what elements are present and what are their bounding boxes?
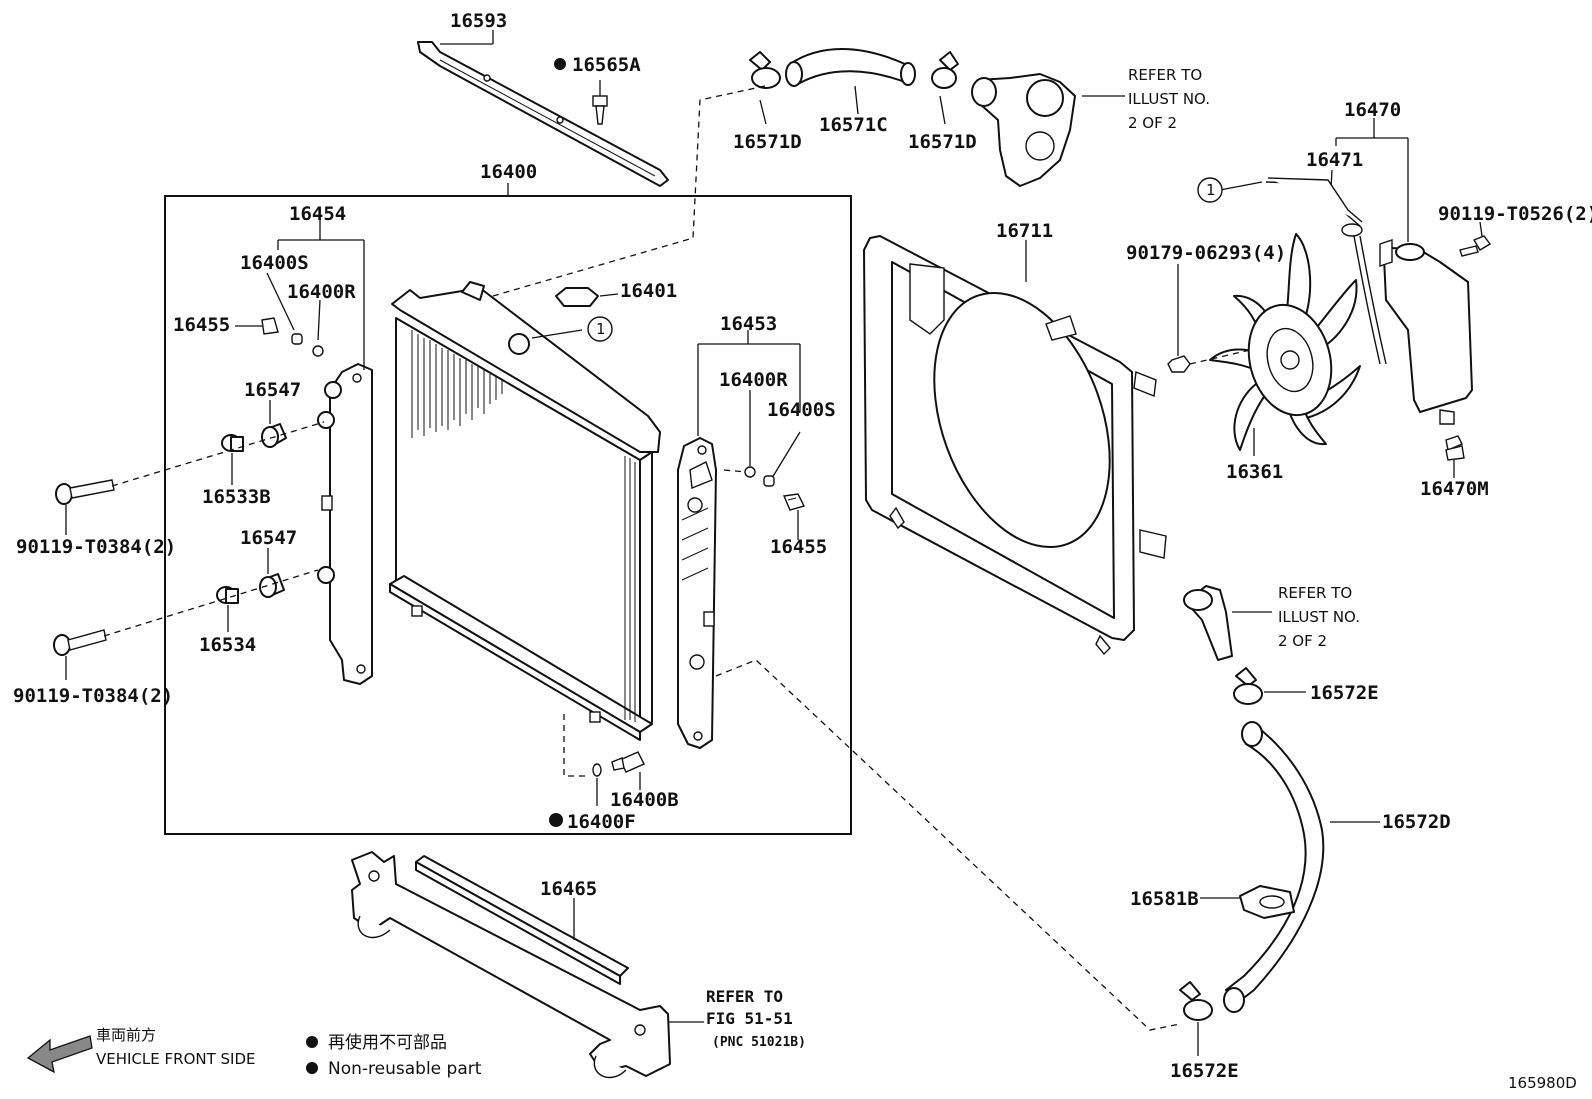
legend-nonreusable-dot-2: [306, 1062, 318, 1074]
label-16581B: 16581B: [1130, 888, 1199, 910]
illustration-number: 165980D: [1508, 1074, 1577, 1092]
oring-16400F: [592, 763, 602, 777]
label-16534: 16534: [199, 634, 256, 656]
label-16572E-upper: 16572E: [1310, 682, 1379, 704]
fan-shroud-16711: [863, 235, 1167, 656]
label-16565A: 16565A: [572, 54, 641, 76]
legend-nonreusable-dot-1: [306, 1036, 318, 1048]
refer-top-line2: ILLUST NO.: [1128, 90, 1210, 108]
front-arrow-icon: [26, 1035, 93, 1074]
bolt-90119-T0384-upper: [55, 479, 115, 505]
drain-cock-16400B: [611, 751, 645, 773]
radiator-core: [389, 281, 661, 741]
bolt-90119-T0384-lower: [53, 629, 107, 656]
label-16400S-left: 16400S: [240, 252, 309, 274]
label-16465: 16465: [540, 878, 597, 900]
drain-plug-16455-left: [261, 317, 279, 335]
label-90119-T0384-upper: 90119-T0384(2): [16, 536, 176, 558]
label-16401: 16401: [620, 280, 677, 302]
upper-hose-16571C: [785, 48, 916, 87]
refer-fig-line1: REFER TO: [706, 987, 783, 1006]
label-16400F: 16400F: [567, 811, 636, 833]
cushion-16547-lower: [259, 573, 285, 598]
label-90119-T0384-lower: 90119-T0384(2): [13, 685, 173, 707]
cooling-fan-16361: [1209, 233, 1361, 451]
label-16470: 16470: [1344, 99, 1401, 121]
label-16400B: 16400B: [610, 789, 679, 811]
label-16571D-right: 16571D: [908, 131, 977, 153]
label-16455-left: 16455: [173, 314, 230, 336]
label-16453: 16453: [720, 313, 777, 335]
radiator-support-16593: [417, 41, 669, 187]
label-16547-lower: 16547: [240, 527, 297, 549]
seal-16465: [415, 855, 629, 985]
refer-right-line2: ILLUST NO.: [1278, 608, 1360, 626]
refer-top-line3: 2 OF 2: [1128, 114, 1177, 132]
label-16571C: 16571C: [819, 114, 888, 136]
label-16400R-left: 16400R: [287, 281, 356, 303]
overflow-hose-16471: [1265, 177, 1387, 365]
cushion-16547-upper: [261, 423, 287, 448]
water-inlet-housing: [1183, 585, 1233, 661]
label-16454: 16454: [289, 203, 346, 225]
refer-fig-line2: FIG 51-51: [706, 1009, 793, 1028]
right-side-tank: [677, 437, 717, 749]
label-16533B: 16533B: [202, 486, 271, 508]
refer-right-line3: 2 OF 2: [1278, 632, 1327, 650]
label-16571D-left: 16571D: [733, 131, 802, 153]
nut-90179-06293: [1167, 355, 1191, 373]
bushing-16533B: [221, 434, 244, 452]
nonreusable-dot-16400F: [549, 813, 563, 827]
callout-1-cap-text: 1: [596, 320, 606, 338]
hose-clamp-16571D-right: [931, 51, 959, 89]
label-16593: 16593: [450, 10, 507, 32]
label-16572D: 16572D: [1382, 811, 1451, 833]
label-90119-T0526: 90119-T0526(2): [1438, 203, 1592, 225]
label-90179-06293: 90179-06293(4): [1126, 242, 1286, 264]
refer-top-line1: REFER TO: [1128, 66, 1202, 84]
drain-plug-16455-right: [782, 493, 806, 511]
reservoir-tank-16470: [1379, 239, 1473, 425]
legend-nonreuse-en: Non-reusable part: [328, 1059, 482, 1079]
refer-fig-line3: (PNC 51021B): [712, 1035, 806, 1050]
label-16572E-lower: 16572E: [1170, 1060, 1239, 1082]
callout-1-hose: [1197, 177, 1223, 203]
clip-16565A: [592, 95, 608, 125]
radiator-cap-16401: [555, 287, 599, 307]
bolt-90119-T0526: [1459, 235, 1492, 257]
hose-clamp-16571D-left: [749, 51, 781, 89]
hose-clamp-16572E-lower: [1179, 981, 1213, 1021]
legend-nonreuse-jp: 再使用不可部品: [328, 1032, 447, 1053]
clamp-16581B: [1239, 885, 1295, 919]
label-16470M: 16470M: [1420, 478, 1489, 500]
refer-right-line1: REFER TO: [1278, 584, 1352, 602]
label-16455-right: 16455: [770, 536, 827, 558]
callout-1-hose-text: 1: [1206, 181, 1216, 199]
lower-support-bracket: [351, 851, 671, 1079]
callout-1-cap: [587, 316, 613, 342]
cap-16470M: [1445, 435, 1465, 461]
label-16400: 16400: [480, 161, 537, 183]
lower-hose-16572D: [1223, 721, 1325, 1013]
water-outlet-housing: [971, 73, 1076, 187]
label-16711: 16711: [996, 220, 1053, 242]
left-side-tank: [317, 363, 373, 685]
legend-front-en: VEHICLE FRONT SIDE: [96, 1050, 256, 1068]
label-16361: 16361: [1226, 461, 1283, 483]
hose-clamp-16572E-upper: [1233, 667, 1263, 705]
label-16400S-right: 16400S: [767, 399, 836, 421]
radiator-fins: [411, 330, 636, 722]
label-16400R-right: 16400R: [719, 369, 788, 391]
nonreusable-dot-16565A: [554, 58, 566, 70]
legend-front-jp: 車両前方: [96, 1026, 156, 1044]
label-16547-upper: 16547: [244, 379, 301, 401]
label-16471: 16471: [1306, 149, 1363, 171]
